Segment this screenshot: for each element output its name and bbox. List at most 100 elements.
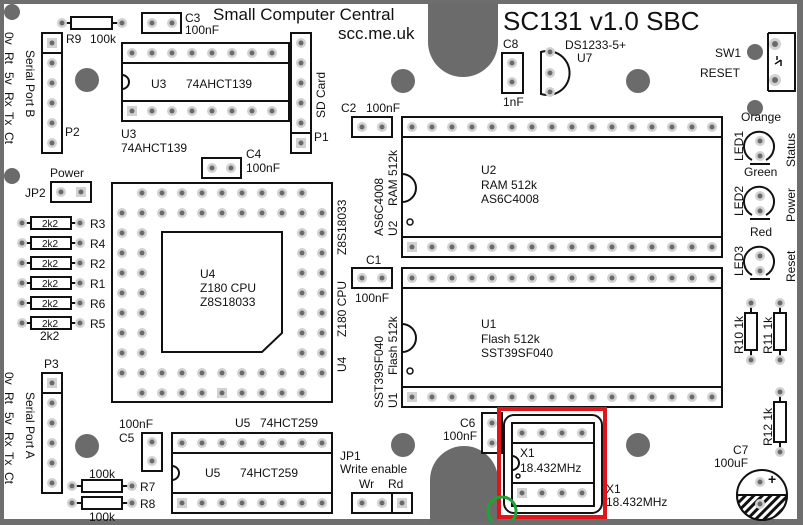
capacitor-c3[interactable]: C3 100nF xyxy=(141,11,219,37)
serial-pin-label: Rx xyxy=(2,432,16,447)
u5-part-outer: 74HCT259 xyxy=(260,416,318,430)
pin xyxy=(237,388,247,398)
power-jumper-jp2[interactable]: Power JP2 xyxy=(25,166,92,203)
pad xyxy=(75,218,85,228)
pin xyxy=(647,392,657,402)
pad xyxy=(75,278,85,288)
sd-card-header[interactable]: SD Card P1 xyxy=(290,32,329,154)
serial-pin-label: 0v xyxy=(2,372,16,385)
crystal-x1[interactable]: X1 18.432MHz X1 18.432MHz xyxy=(503,414,667,514)
c8-value: 1nF xyxy=(503,95,524,109)
pin xyxy=(647,122,657,132)
pin xyxy=(317,288,327,298)
capacitor-c7[interactable]: C7 100uF + xyxy=(714,443,789,521)
pin xyxy=(277,388,287,398)
pin xyxy=(47,78,57,88)
pin xyxy=(427,392,437,402)
resistor-r7[interactable]: 100k R7 xyxy=(67,467,156,494)
led-color-label: Orange xyxy=(741,110,781,124)
c7-value: 100uF xyxy=(714,456,748,470)
pin xyxy=(167,106,177,116)
pin xyxy=(137,228,147,238)
pin xyxy=(317,208,327,218)
chip-u4[interactable]: U4 Z180 CPU Z8S18033 Z8S18033 Z180 CPU U… xyxy=(111,182,349,403)
chip-u3[interactable]: U3 74AHCT139 U3 74AHCT139 xyxy=(121,42,290,155)
pin xyxy=(647,273,657,283)
pad xyxy=(17,278,27,288)
resistor-r9[interactable]: R9 100k xyxy=(57,16,127,46)
pin xyxy=(207,106,217,116)
power-label: Power xyxy=(50,166,84,180)
resistor-r12[interactable]: R12 1k xyxy=(761,387,787,457)
pin xyxy=(547,242,557,252)
pin xyxy=(177,368,187,378)
x1-value: 18.432MHz xyxy=(520,461,581,475)
write-jumper-jp1[interactable]: JP1 Write enable Wr Rd xyxy=(340,449,413,514)
capacitor-c5[interactable]: 100nF C5 xyxy=(119,417,163,472)
u2-ref: U2 xyxy=(481,163,497,177)
pin xyxy=(537,428,547,438)
pin xyxy=(297,368,307,378)
pad xyxy=(17,238,27,248)
pin xyxy=(296,138,306,148)
chip-u2[interactable]: U2 RAM 512k AS6C4008 AS6C4008 U2 RAM 512… xyxy=(372,116,723,258)
p3-ref: P3 xyxy=(44,357,59,371)
resistor-value: 2k2 xyxy=(42,239,59,250)
pin xyxy=(137,388,147,398)
pin xyxy=(217,498,227,508)
pin xyxy=(217,388,227,398)
pad xyxy=(75,258,85,268)
capacitor-c4[interactable]: C4 100nF xyxy=(201,147,280,179)
pin xyxy=(667,392,677,402)
c3-value: 100nF xyxy=(185,23,219,37)
pad xyxy=(746,355,756,365)
resistor-r8[interactable]: R8 100k xyxy=(67,496,156,524)
resistor-r11[interactable]: R11 1k xyxy=(761,298,787,365)
website-label: scc.me.uk xyxy=(338,24,415,43)
u5-ref: U5 xyxy=(205,466,221,480)
u2-ref-side: U2 xyxy=(386,220,400,236)
pin xyxy=(217,188,227,198)
r7-value: 100k xyxy=(89,467,116,481)
pin xyxy=(607,392,617,402)
pin xyxy=(177,188,187,198)
u1-ref-side: U1 xyxy=(386,392,400,408)
pin xyxy=(117,268,127,278)
capacitor-c1[interactable]: C1 100nF xyxy=(351,253,393,305)
c6-value: 100nF xyxy=(443,429,477,443)
pin xyxy=(237,208,247,218)
pin xyxy=(187,48,197,58)
resistor-ref: R5 xyxy=(90,317,106,331)
u1-function-side: Flash 512k xyxy=(386,315,400,375)
jp1-label: Write enable xyxy=(340,462,407,476)
pin xyxy=(567,392,577,402)
pad xyxy=(775,298,785,308)
u1-ref: U1 xyxy=(481,317,497,331)
chip-u5[interactable]: U5 74HCT259 U5 74HCT259 xyxy=(171,416,333,514)
serial-b-label: Serial Port B xyxy=(23,50,37,117)
pin xyxy=(707,242,717,252)
resistor-r10[interactable]: R10 1k xyxy=(732,298,758,365)
reset-switch-sw1[interactable]: SW1 RESET xyxy=(700,32,796,92)
chip-u7[interactable]: DS1233-5+ U7 xyxy=(540,38,626,97)
capacitor-c8[interactable]: C8 1nF xyxy=(501,37,524,109)
pin xyxy=(547,392,557,402)
pin xyxy=(177,438,187,448)
capacitor-c2[interactable]: C2 100nF xyxy=(341,101,400,138)
highlight-circle-green xyxy=(486,495,518,525)
capacitor-c6[interactable]: C6 100nF xyxy=(443,412,503,454)
